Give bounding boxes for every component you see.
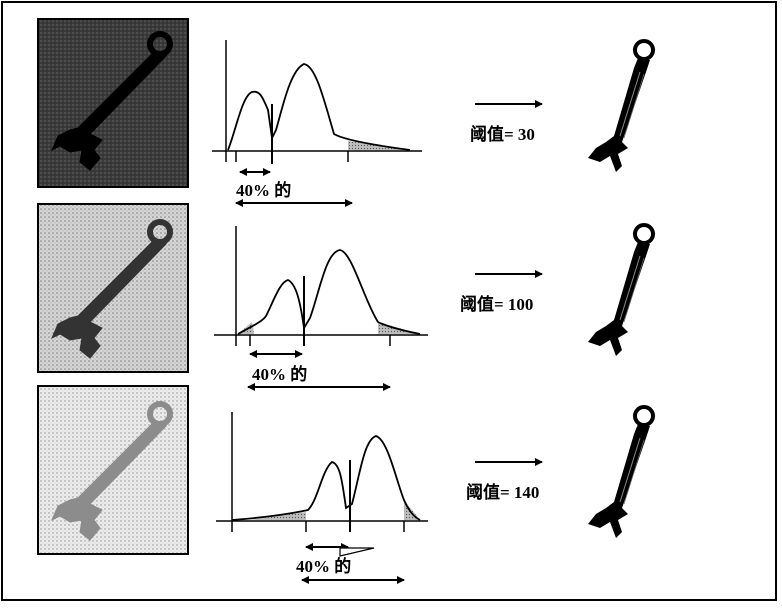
threshold-label: 阈值= 30 (470, 124, 535, 144)
histogram-3: 40% 的 (216, 412, 428, 584)
percent-label: 40% 的 (252, 364, 307, 384)
histogram-curve (231, 435, 421, 521)
histogram-curve (237, 249, 421, 335)
histogram-curve (227, 63, 411, 151)
diagram-frame (1, 1, 777, 601)
row-1: 40% 的 阈值= 30 (37, 18, 655, 207)
percent-label: 40% 的 (296, 556, 351, 576)
threshold-label: 阈值= 100 (460, 294, 533, 314)
row-2: 40% 的 阈值= 100 (37, 203, 655, 391)
row-3: 40% 的 阈值= 140 (37, 385, 655, 584)
histogram-1: 40% 的 (212, 40, 422, 207)
source-image-dark (37, 18, 189, 188)
spanner-silhouette-icon (586, 39, 655, 174)
percent-label: 40% 的 (236, 180, 291, 200)
threshold-label: 阈值= 140 (466, 482, 539, 502)
histogram-2: 40% 的 (214, 226, 428, 391)
spanner-silhouette-icon (586, 405, 655, 540)
arrow-tip-outline (339, 547, 375, 557)
spanner-silhouette-icon (586, 223, 655, 358)
right-tail-shade (404, 500, 420, 520)
